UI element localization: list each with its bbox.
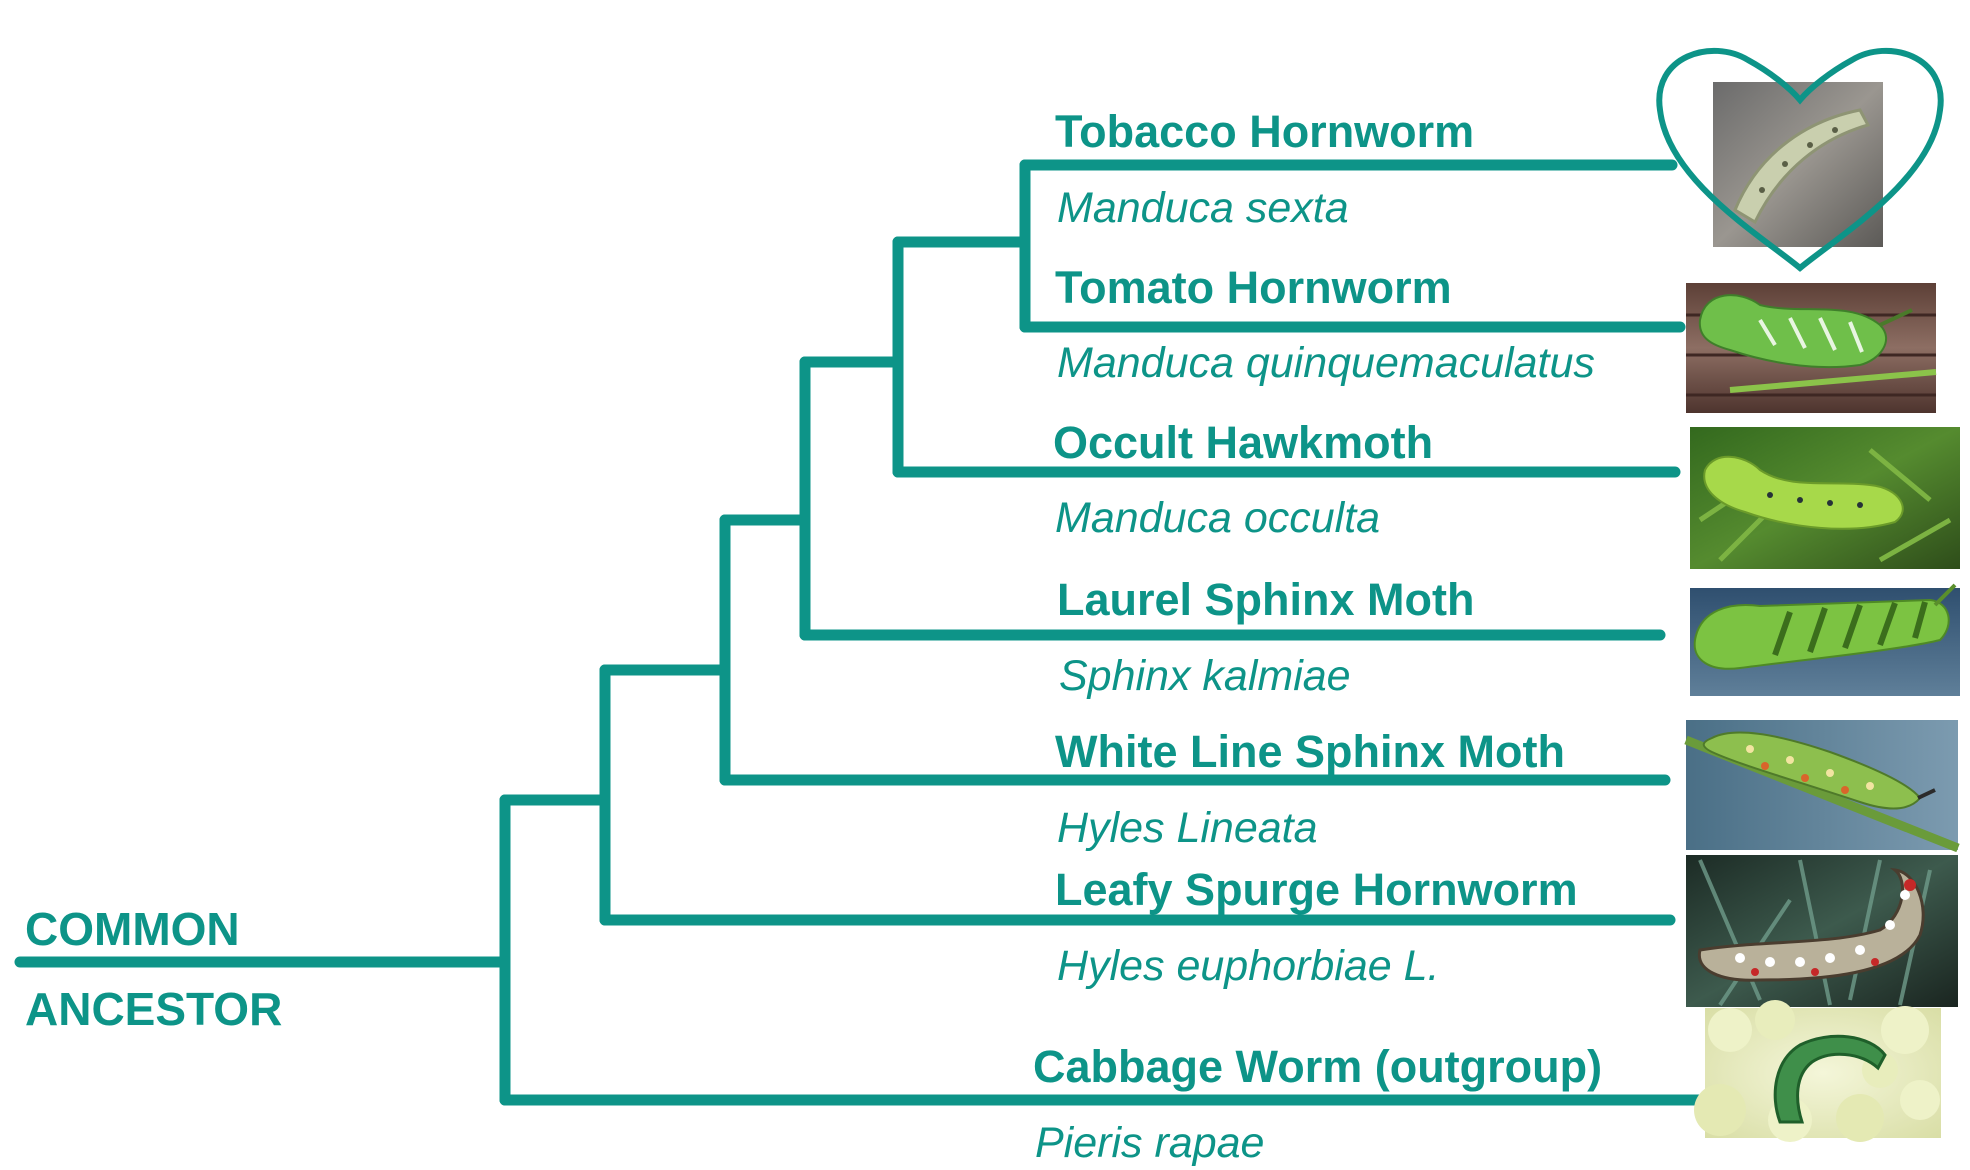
taxon-white-line-sphinx-moth: White Line Sphinx Moth Hyles Lineata bbox=[1055, 726, 1565, 852]
white-line-sphinx-photo bbox=[1684, 720, 1960, 853]
caterpillar-body bbox=[1697, 867, 1925, 982]
taxon-tobacco-hornworm: Tobacco Hornworm Manduca sexta bbox=[1055, 106, 1474, 232]
caterpillar-body bbox=[1703, 455, 1904, 530]
taxon-leafy-spurge-hornworm: Leafy Spurge Hornworm Hyles euphorbiae L… bbox=[1055, 864, 1578, 990]
taxon-tomato-hornworm: Tomato Hornworm Manduca quinquemaculatus bbox=[1055, 262, 1595, 387]
common-name: Occult Hawkmoth bbox=[1053, 417, 1433, 468]
caterpillar-body bbox=[1702, 731, 1922, 810]
taxon-occult-hawkmoth: Occult Hawkmoth Manduca occulta bbox=[1053, 417, 1433, 542]
tomato-hornworm-photo bbox=[1686, 283, 1937, 413]
scientific-name: Hyles euphorbiae L. bbox=[1057, 942, 1439, 990]
scientific-name: Hyles Lineata bbox=[1057, 804, 1318, 852]
root-label: COMMON ANCESTOR bbox=[25, 903, 282, 1035]
caterpillar-body bbox=[1733, 108, 1871, 225]
common-name: White Line Sphinx Moth bbox=[1055, 726, 1565, 777]
scientific-name: Pieris rapae bbox=[1035, 1119, 1264, 1167]
common-name: Tomato Hornworm bbox=[1055, 262, 1452, 313]
tree-branches bbox=[14, 159, 1716, 1106]
tobacco-hornworm-photo bbox=[1656, 47, 1944, 272]
root-label-line2: ANCESTOR bbox=[25, 983, 282, 1035]
common-name: Tobacco Hornworm bbox=[1055, 106, 1474, 157]
scientific-name: Manduca occulta bbox=[1055, 494, 1380, 542]
cabbage-worm-photo bbox=[1694, 1000, 1941, 1142]
caterpillar-body bbox=[1698, 294, 1887, 369]
caterpillar-body bbox=[1693, 598, 1950, 670]
common-name: Laurel Sphinx Moth bbox=[1057, 574, 1475, 625]
caterpillar-body bbox=[1773, 1034, 1887, 1124]
scientific-name: Manduca sexta bbox=[1057, 184, 1349, 232]
taxon-cabbage-worm: Cabbage Worm (outgroup) Pieris rapae bbox=[1033, 1041, 1602, 1167]
common-name: Leafy Spurge Hornworm bbox=[1055, 864, 1578, 915]
scientific-name: Sphinx kalmiae bbox=[1059, 652, 1351, 700]
taxon-laurel-sphinx-moth: Laurel Sphinx Moth Sphinx kalmiae bbox=[1057, 574, 1475, 700]
root-label-line1: COMMON bbox=[25, 903, 240, 955]
leafy-spurge-photo bbox=[1686, 855, 1958, 1007]
scientific-name: Manduca quinquemaculatus bbox=[1057, 339, 1595, 387]
heart-frame-icon bbox=[1656, 47, 1944, 272]
laurel-sphinx-photo bbox=[1690, 583, 1960, 696]
occult-hawkmoth-photo bbox=[1690, 427, 1960, 569]
common-name: Cabbage Worm (outgroup) bbox=[1033, 1041, 1602, 1092]
